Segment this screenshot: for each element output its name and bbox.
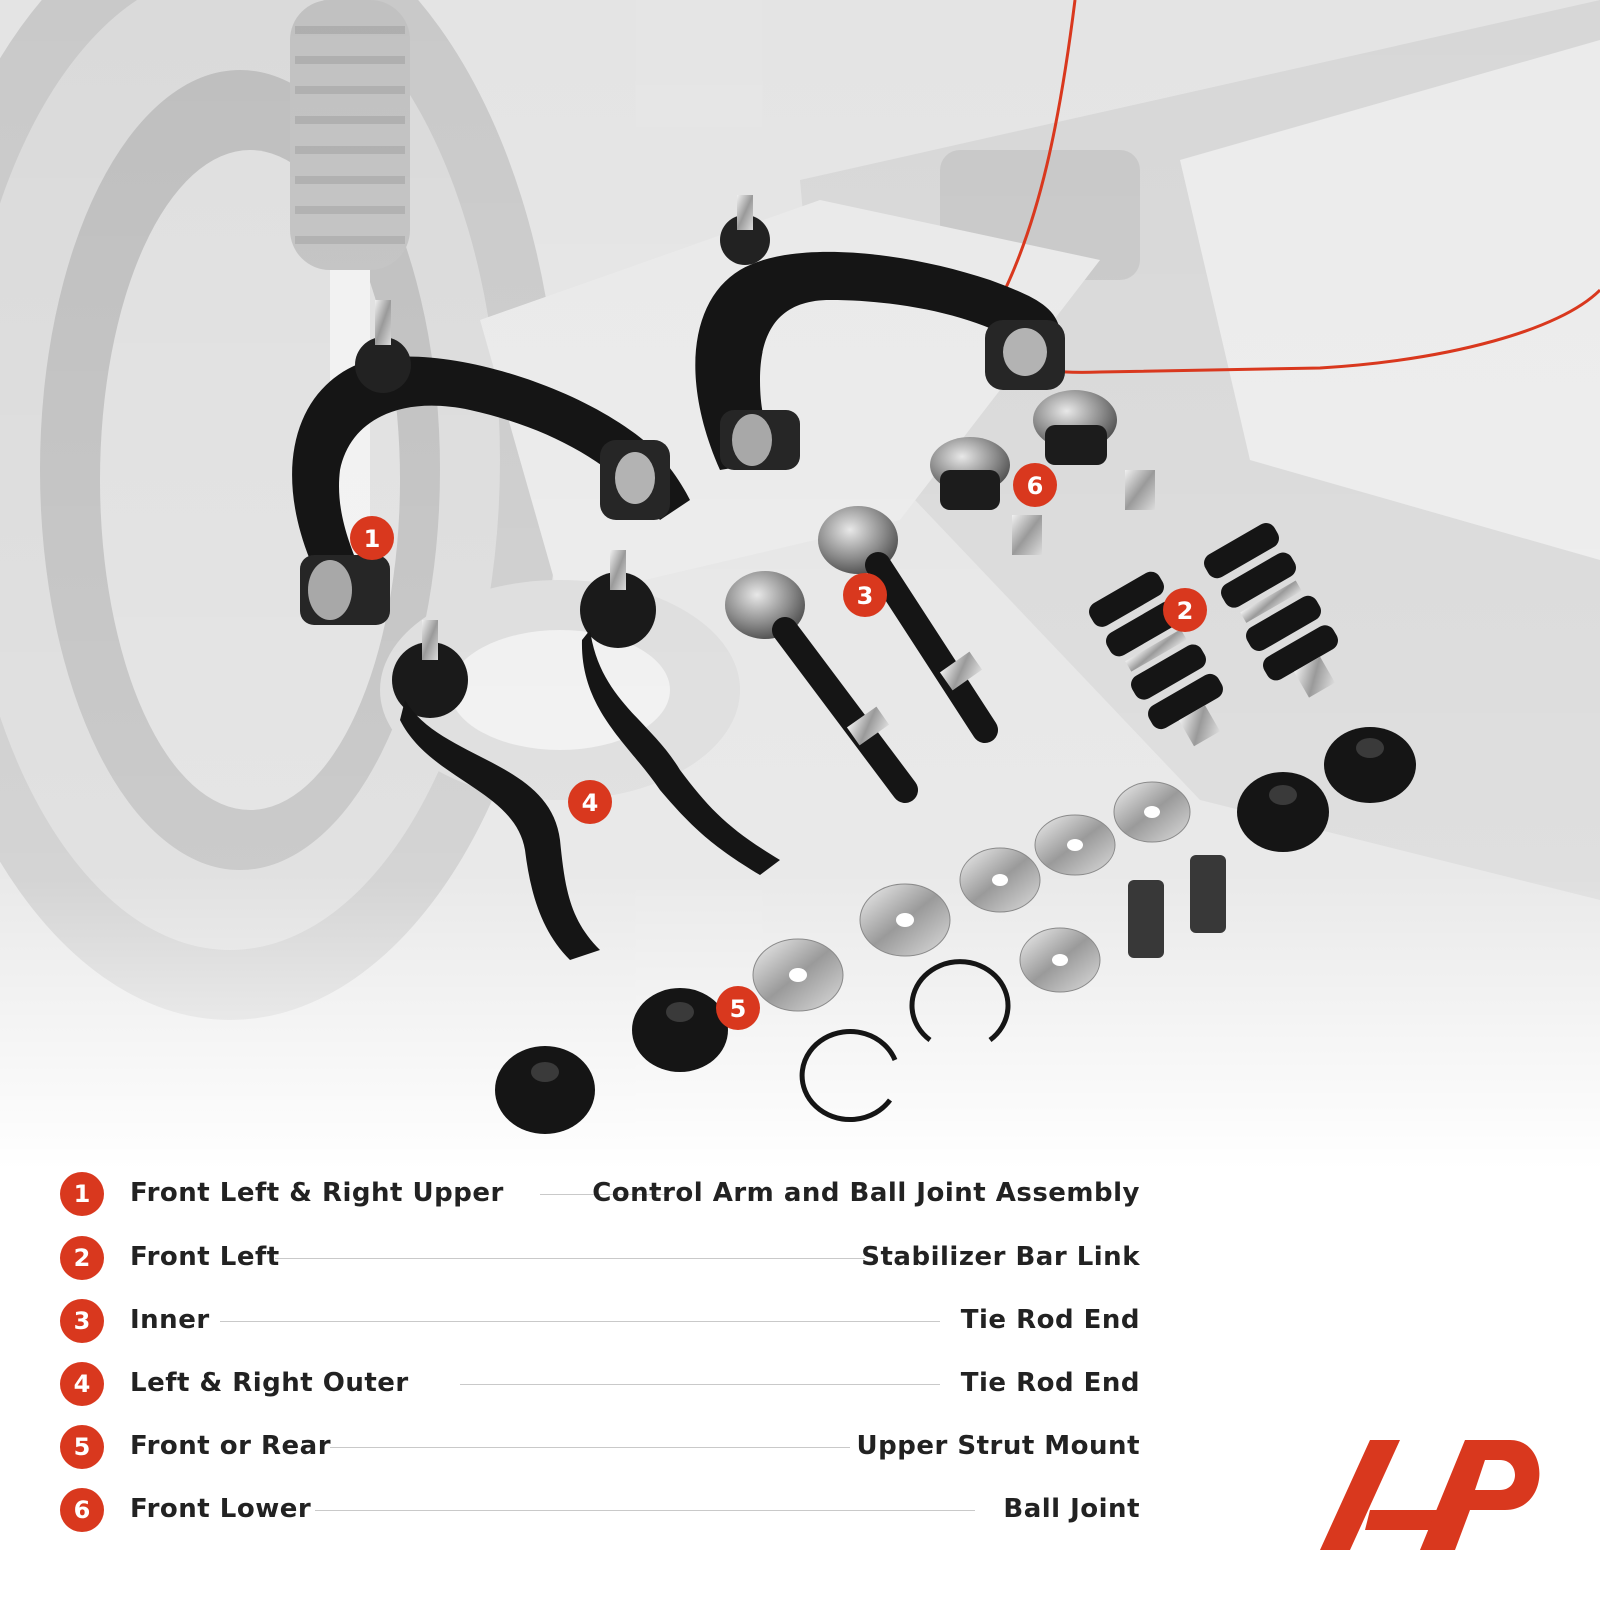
legend-divider-1 xyxy=(540,1194,670,1195)
product-scene: 1 2 3 4 5 6 xyxy=(0,0,1600,1170)
legend-badge-5: 5 xyxy=(60,1425,104,1469)
legend-right-label-4: Tie Rod End xyxy=(960,1368,1140,1398)
lower-ball-joints xyxy=(930,390,1155,555)
legend-divider-2 xyxy=(275,1258,865,1259)
legend-divider-6 xyxy=(315,1510,975,1511)
legend-left-label-1: Front Left & Right Upper xyxy=(130,1178,504,1208)
legend-row-5: 5 Front or Rear Upper Strut Mount xyxy=(60,1425,1140,1469)
legend-row-6: 6 Front Lower Ball Joint xyxy=(60,1488,1140,1532)
brand-logo xyxy=(1320,1440,1540,1550)
callout-5: 5 xyxy=(716,986,760,1030)
outer-tie-rod-ends xyxy=(392,550,780,960)
callout-4-label: 4 xyxy=(582,789,599,817)
callout-4: 4 xyxy=(568,780,612,824)
legend-row-2: 2 Front Left Stabilizer Bar Link xyxy=(60,1236,1140,1280)
callout-2: 2 xyxy=(1163,588,1207,632)
callout-3-label: 3 xyxy=(857,582,874,610)
legend-row-4: 4 Left & Right Outer Tie Rod End xyxy=(60,1362,1140,1406)
legend-badge-6: 6 xyxy=(60,1488,104,1532)
callout-6-label: 6 xyxy=(1027,472,1044,500)
legend-divider-3 xyxy=(220,1321,940,1322)
callout-3: 3 xyxy=(843,573,887,617)
legend-badge-1: 1 xyxy=(60,1172,104,1216)
legend-divider-5 xyxy=(330,1447,850,1448)
legend-left-label-3: Inner xyxy=(130,1305,210,1335)
stabilizer-bar-links xyxy=(1089,523,1338,747)
legend-right-label-3: Tie Rod End xyxy=(960,1305,1140,1335)
legend-left-label-5: Front or Rear xyxy=(130,1431,332,1461)
upper-control-arm-left xyxy=(292,300,690,625)
legend-row-1: 1 Front Left & Right Upper Control Arm a… xyxy=(60,1172,1140,1216)
legend-left-label-4: Left & Right Outer xyxy=(130,1368,409,1398)
legend-badge-2: 2 xyxy=(60,1236,104,1280)
legend-right-label-1: Control Arm and Ball Joint Assembly xyxy=(592,1178,1140,1208)
inner-tie-rods xyxy=(725,506,998,803)
legend-divider-4 xyxy=(460,1384,940,1385)
parts-legend: 1 Front Left & Right Upper Control Arm a… xyxy=(0,1160,1600,1600)
legend-badge-3: 3 xyxy=(60,1299,104,1343)
callout-1: 1 xyxy=(350,516,394,560)
legend-row-3: 3 Inner Tie Rod End xyxy=(60,1299,1140,1343)
callout-6: 6 xyxy=(1013,463,1057,507)
legend-badge-4: 4 xyxy=(60,1362,104,1406)
upper-control-arm-right xyxy=(695,195,1065,470)
legend-left-label-2: Front Left xyxy=(130,1242,280,1272)
legend-left-label-6: Front Lower xyxy=(130,1494,312,1524)
legend-right-label-5: Upper Strut Mount xyxy=(856,1431,1140,1461)
callout-2-label: 2 xyxy=(1177,597,1194,625)
strut-mount-hardware xyxy=(495,727,1416,1134)
callout-5-label: 5 xyxy=(730,995,747,1023)
legend-right-label-6: Ball Joint xyxy=(1003,1494,1140,1524)
legend-right-label-2: Stabilizer Bar Link xyxy=(861,1242,1140,1272)
callout-1-label: 1 xyxy=(364,525,381,553)
